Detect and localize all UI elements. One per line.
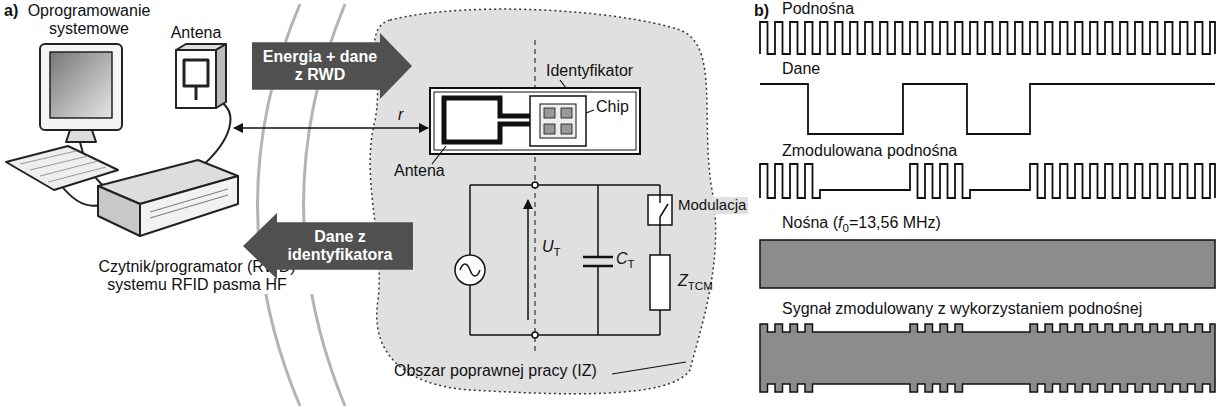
reader-box xyxy=(200,100,230,168)
computer xyxy=(6,44,122,206)
panel-letter: b) xyxy=(754,2,769,20)
tag-circuit xyxy=(455,182,672,338)
computer xyxy=(6,146,118,190)
subscript: TCM xyxy=(688,280,713,292)
tag-circuit xyxy=(650,255,670,310)
signal-label: Zmodulowana podnośna xyxy=(782,142,957,160)
interrogation-zone xyxy=(612,362,686,374)
tag-circuit xyxy=(460,264,480,276)
carrier-bar xyxy=(760,240,1215,288)
tag-circuit xyxy=(527,200,529,320)
reader-box xyxy=(98,186,140,236)
arrow-shape xyxy=(243,213,413,279)
tag-circuit xyxy=(532,332,538,338)
arrow-shape xyxy=(252,33,412,99)
subcarrier-wave xyxy=(760,22,1215,54)
reader-antenna xyxy=(216,44,226,108)
signal-label: Dane xyxy=(782,60,820,78)
reader-antenna xyxy=(184,60,208,86)
tag-circuit xyxy=(583,256,613,259)
tag-circuit xyxy=(469,285,471,335)
tag xyxy=(544,124,555,134)
panel-letter: a) xyxy=(4,2,18,20)
tag-circuit xyxy=(659,217,661,225)
tag-circuit xyxy=(532,182,538,188)
reader-antenna xyxy=(176,50,216,108)
impedance-label: ZTCM xyxy=(678,272,713,293)
computer xyxy=(66,130,96,142)
signal-label: Sygnał zmodulowany z wykorzystaniem podn… xyxy=(782,300,1142,318)
tag xyxy=(432,146,446,164)
capacitor-label: CT xyxy=(616,250,635,271)
computer xyxy=(40,44,122,130)
symbol: Z xyxy=(678,272,688,289)
chip-label: Chip xyxy=(596,98,629,116)
tag xyxy=(530,96,586,146)
signal-label: Podnośna xyxy=(782,0,854,18)
tag xyxy=(561,108,572,118)
tag-circuit xyxy=(470,334,660,336)
tag-circuit xyxy=(648,195,672,225)
subscript: T xyxy=(628,258,635,270)
computer xyxy=(20,151,106,182)
arrow-text: Energia + dane z RWD xyxy=(262,48,378,85)
block-arrow: Dane z identyfikatora xyxy=(243,213,413,279)
tag-circuit xyxy=(659,310,661,335)
tag-circuit xyxy=(597,185,599,257)
computer xyxy=(50,52,112,118)
tag-circuit xyxy=(659,185,661,195)
tag xyxy=(561,124,572,134)
data-wave xyxy=(760,84,1215,134)
tag-circuit xyxy=(659,195,661,203)
symbol: U xyxy=(542,238,554,255)
signal-label: Nośna (f0=13,56 MHz) xyxy=(782,214,941,235)
antenna-label: Antena xyxy=(394,162,445,180)
tag xyxy=(586,110,594,113)
tag-circuit xyxy=(597,266,599,335)
zone-label: Obszar poprawnej pracy (IZ) xyxy=(394,362,597,380)
reader-antenna xyxy=(195,86,198,100)
divider-line xyxy=(534,40,535,352)
tag-circuit xyxy=(659,225,661,255)
reader-box xyxy=(140,176,238,236)
arrow-text: Dane z identyfikatora xyxy=(277,228,403,265)
tag-label: Identyfikator xyxy=(546,62,633,80)
arrow-shape xyxy=(243,213,413,279)
symbol: f xyxy=(838,214,842,231)
tag xyxy=(430,88,640,154)
tag-circuit xyxy=(469,185,471,255)
reader-antenna xyxy=(176,44,226,108)
reader-box xyxy=(150,189,228,218)
tag xyxy=(434,92,636,150)
antenna-label: Antena xyxy=(163,24,229,42)
tag xyxy=(444,98,530,142)
block-arrow: Energia + dane z RWD xyxy=(252,33,412,99)
tag xyxy=(560,80,566,88)
tag xyxy=(430,80,640,164)
voltage-label: UT xyxy=(542,238,561,259)
interrogation-zone xyxy=(370,9,716,394)
modulation-label: Modulacja xyxy=(676,197,748,214)
arrow-shape xyxy=(252,33,412,99)
distance-arrow xyxy=(234,127,428,129)
subscript: T xyxy=(554,246,561,258)
distance-label: r xyxy=(398,106,403,124)
tag xyxy=(544,108,555,118)
subscript: 0 xyxy=(842,222,848,234)
modulated-subcarrier-wave xyxy=(760,164,1215,198)
modulated-signal-bar xyxy=(760,324,1215,392)
reader-box xyxy=(98,100,238,236)
interrogation-zone xyxy=(370,9,716,394)
tag-circuit xyxy=(470,184,660,186)
software-label: Oprogramowanie systemowe xyxy=(14,2,164,38)
tag-circuit xyxy=(660,204,668,217)
tag-circuit xyxy=(455,255,485,285)
tag xyxy=(540,104,576,138)
symbol: C xyxy=(616,250,628,267)
